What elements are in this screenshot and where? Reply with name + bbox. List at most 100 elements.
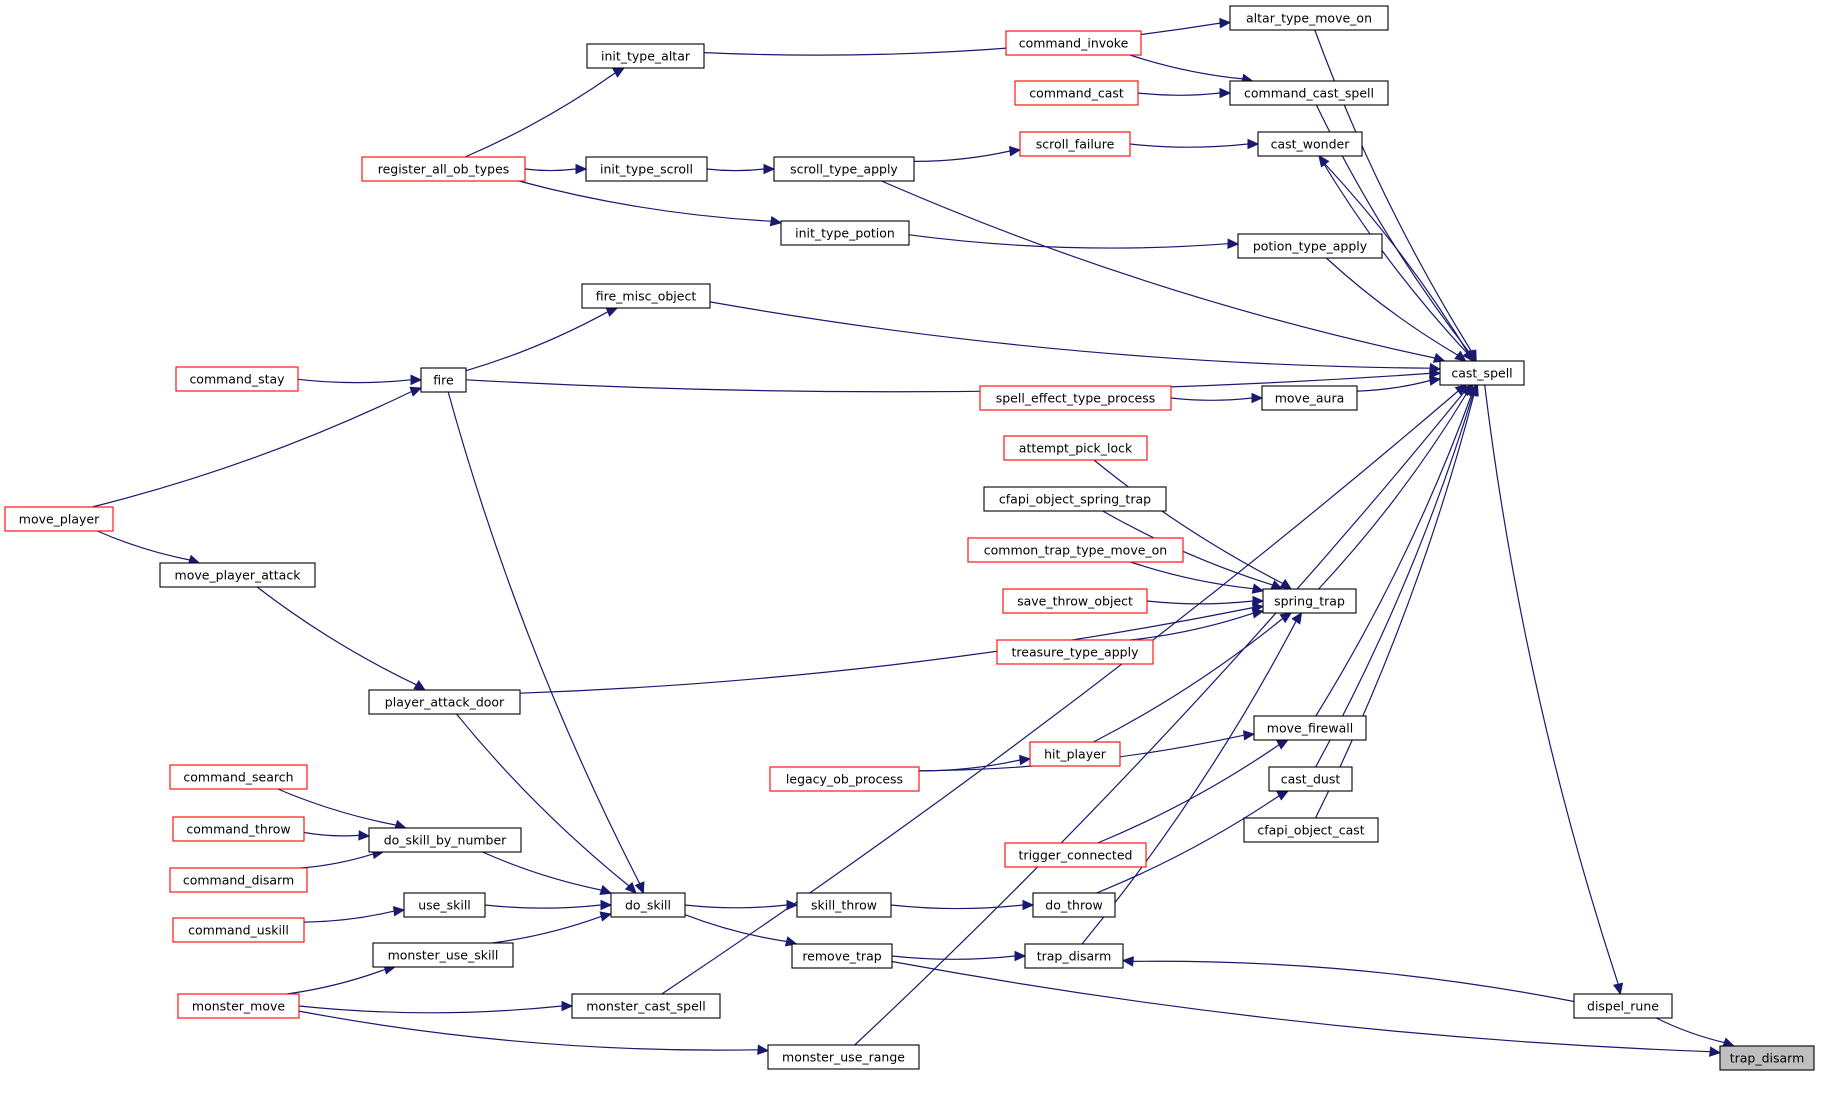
node-box[interactable] xyxy=(581,283,711,309)
node-box[interactable] xyxy=(996,639,1154,665)
node-box[interactable] xyxy=(1243,817,1379,843)
node-box[interactable] xyxy=(780,220,910,246)
node-box[interactable] xyxy=(769,766,920,792)
node-box[interactable] xyxy=(1261,385,1358,411)
node-box[interactable] xyxy=(1029,741,1121,767)
node-command-cast-spell[interactable]: command_cast_spell xyxy=(1229,80,1389,106)
node-dispel-rune[interactable]: dispel_rune xyxy=(1573,993,1673,1019)
node-box[interactable] xyxy=(1032,892,1116,918)
node-box[interactable] xyxy=(610,892,686,918)
node-remove-trap[interactable]: remove_trap xyxy=(791,943,893,969)
node-box[interactable] xyxy=(4,506,114,532)
node-monster-use-skill[interactable]: monster_use_skill xyxy=(372,942,514,968)
node-init-type-potion[interactable]: init_type_potion xyxy=(780,220,910,246)
node-command-throw[interactable]: command_throw xyxy=(172,816,305,842)
node-use-skill[interactable]: use_skill xyxy=(403,892,486,918)
node-command-uskill[interactable]: command_uskill xyxy=(172,917,305,943)
node-move-player-attack[interactable]: move_player_attack xyxy=(159,562,316,588)
node-box[interactable] xyxy=(177,993,300,1019)
node-box[interactable] xyxy=(1237,233,1383,259)
node-box[interactable] xyxy=(403,892,486,918)
node-init-type-scroll[interactable]: init_type_scroll xyxy=(585,156,708,182)
node-do-skill[interactable]: do_skill xyxy=(610,892,686,918)
node-box[interactable] xyxy=(372,942,514,968)
node-do-throw[interactable]: do_throw xyxy=(1032,892,1116,918)
node-box[interactable] xyxy=(420,367,467,393)
node-box[interactable] xyxy=(1229,5,1389,31)
node-box[interactable] xyxy=(1439,360,1525,386)
node-box[interactable] xyxy=(796,892,892,918)
node-box[interactable] xyxy=(1262,588,1357,614)
node-box[interactable] xyxy=(1004,842,1147,868)
node-box[interactable] xyxy=(1005,30,1142,56)
node-box[interactable] xyxy=(1019,131,1131,157)
node-monster-move[interactable]: monster_move xyxy=(177,993,300,1019)
node-box[interactable] xyxy=(1573,993,1673,1019)
node-box[interactable] xyxy=(1003,435,1148,461)
node-monster-use-range[interactable]: monster_use_range xyxy=(767,1044,920,1070)
node-save-throw-object[interactable]: save_throw_object xyxy=(1002,588,1148,614)
node-box[interactable] xyxy=(169,867,308,893)
node-attempt-pick-lock[interactable]: attempt_pick_lock xyxy=(1003,435,1148,461)
node-box[interactable] xyxy=(967,537,1184,563)
node-hit-player[interactable]: hit_player xyxy=(1029,741,1121,767)
node-cfapi-object-spring-trap[interactable]: cfapi_object_spring_trap xyxy=(983,486,1167,512)
node-box[interactable] xyxy=(1024,943,1124,969)
node-box[interactable] xyxy=(791,943,893,969)
node-cast-dust[interactable]: cast_dust xyxy=(1268,766,1353,792)
node-box[interactable] xyxy=(979,385,1172,411)
node-monster-cast-spell[interactable]: monster_cast_spell xyxy=(571,993,721,1019)
node-command-disarm[interactable]: command_disarm xyxy=(169,867,308,893)
node-command-cast[interactable]: command_cast xyxy=(1014,80,1139,106)
node-legacy-ob-process[interactable]: legacy_ob_process xyxy=(769,766,920,792)
node-trap-disarm-root[interactable]: trap_disarm xyxy=(1719,1045,1815,1071)
node-spell-effect-type-process[interactable]: spell_effect_type_process xyxy=(979,385,1172,411)
node-box[interactable] xyxy=(175,366,299,392)
node-box[interactable] xyxy=(1229,80,1389,106)
node-box[interactable] xyxy=(773,156,915,182)
node-box[interactable] xyxy=(172,917,305,943)
node-move-player[interactable]: move_player xyxy=(4,506,114,532)
node-box[interactable] xyxy=(1257,131,1363,157)
node-box[interactable] xyxy=(586,43,705,69)
node-trigger-connected[interactable]: trigger_connected xyxy=(1004,842,1147,868)
node-trap-disarm[interactable]: trap_disarm xyxy=(1024,943,1124,969)
node-register-all-ob-types[interactable]: register_all_ob_types xyxy=(361,156,526,182)
node-box[interactable] xyxy=(169,764,308,790)
node-common-trap-type-move-on[interactable]: common_trap_type_move_on xyxy=(967,537,1184,563)
node-command-search[interactable]: command_search xyxy=(169,764,308,790)
node-command-stay[interactable]: command_stay xyxy=(175,366,299,392)
node-cfapi-object-cast[interactable]: cfapi_object_cast xyxy=(1243,817,1379,843)
node-scroll-type-apply[interactable]: scroll_type_apply xyxy=(773,156,915,182)
node-treasure-type-apply[interactable]: treasure_type_apply xyxy=(996,639,1154,665)
node-box[interactable] xyxy=(1719,1045,1815,1071)
node-do-skill-by-number[interactable]: do_skill_by_number xyxy=(368,827,522,853)
node-box[interactable] xyxy=(172,816,305,842)
node-box[interactable] xyxy=(1253,715,1367,741)
node-skill-throw[interactable]: skill_throw xyxy=(796,892,892,918)
node-box[interactable] xyxy=(1014,80,1139,106)
node-fire-misc-object[interactable]: fire_misc_object xyxy=(581,283,711,309)
node-cast-spell[interactable]: cast_spell xyxy=(1439,360,1525,386)
node-scroll-failure[interactable]: scroll_failure xyxy=(1019,131,1131,157)
node-move-aura[interactable]: move_aura xyxy=(1261,385,1358,411)
node-box[interactable] xyxy=(1002,588,1148,614)
node-box[interactable] xyxy=(159,562,316,588)
node-box[interactable] xyxy=(571,993,721,1019)
node-box[interactable] xyxy=(983,486,1167,512)
node-command-invoke[interactable]: command_invoke xyxy=(1005,30,1142,56)
node-move-firewall[interactable]: move_firewall xyxy=(1253,715,1367,741)
node-init-type-altar[interactable]: init_type_altar xyxy=(586,43,705,69)
node-box[interactable] xyxy=(368,689,521,715)
node-box[interactable] xyxy=(1268,766,1353,792)
node-box[interactable] xyxy=(368,827,522,853)
node-spring-trap[interactable]: spring_trap xyxy=(1262,588,1357,614)
node-cast-wonder[interactable]: cast_wonder xyxy=(1257,131,1363,157)
node-box[interactable] xyxy=(767,1044,920,1070)
node-potion-type-apply[interactable]: potion_type_apply xyxy=(1237,233,1383,259)
node-altar-type-move-on[interactable]: altar_type_move_on xyxy=(1229,5,1389,31)
node-fire[interactable]: fire xyxy=(420,367,467,393)
node-box[interactable] xyxy=(361,156,526,182)
node-player-attack-door[interactable]: player_attack_door xyxy=(368,689,521,715)
node-box[interactable] xyxy=(585,156,708,182)
